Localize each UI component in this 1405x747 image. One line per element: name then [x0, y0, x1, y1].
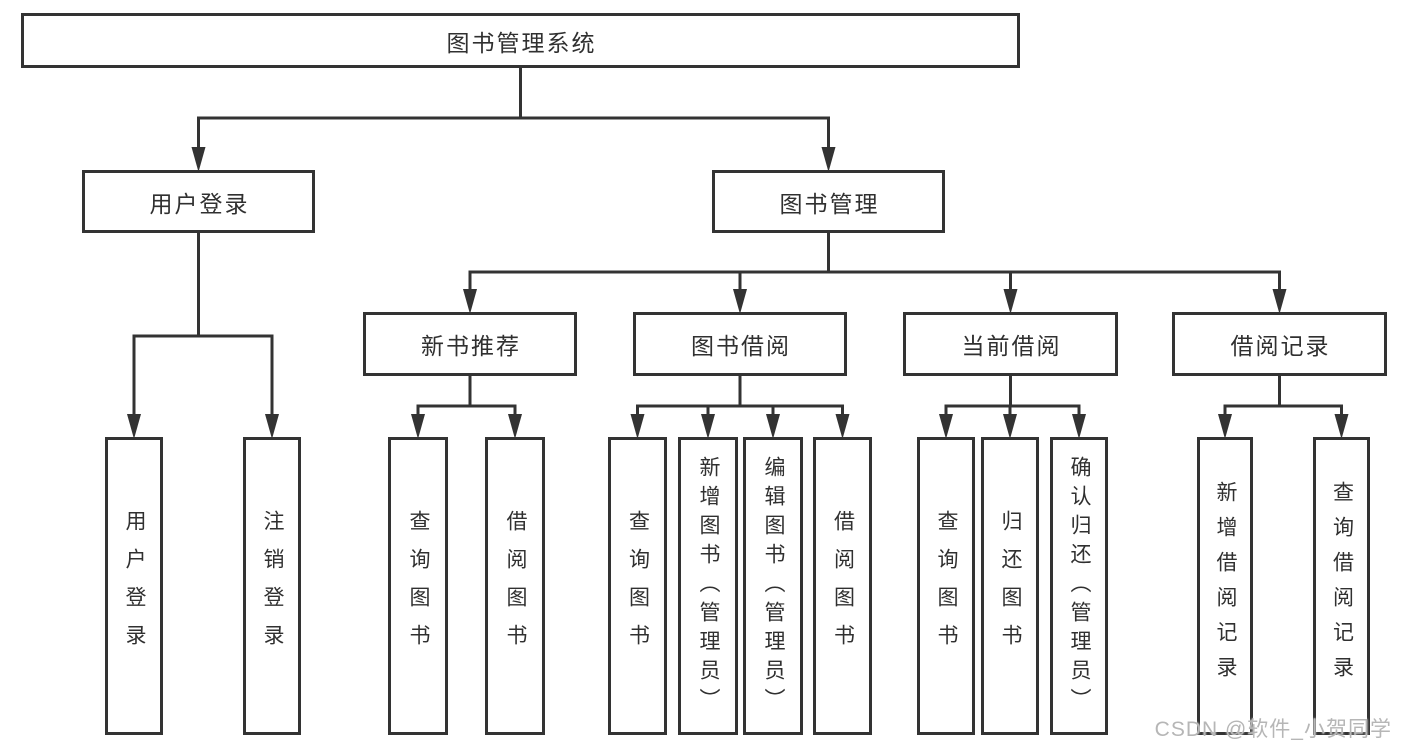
- node-label: 查询图书: [407, 510, 430, 662]
- node-label: 用户登录: [123, 510, 146, 662]
- node-label: 当前借阅: [961, 333, 1062, 359]
- node-leaf-user-login: 用户登录: [105, 437, 163, 735]
- node-label: 确认归还（管理员）: [1068, 455, 1091, 717]
- node-leaf-borrow-book-1: 借阅图书: [485, 437, 545, 735]
- node-leaf-add-book: 新增图书（管理员）: [678, 437, 738, 735]
- node-leaf-logout: 注销登录: [243, 437, 301, 735]
- node-label: 查询图书: [626, 510, 650, 662]
- node-label: 借阅图书: [504, 510, 527, 662]
- node-root: 图书管理系统: [21, 13, 1020, 68]
- node-leaf-query-book-1: 查询图书: [388, 437, 448, 735]
- node-leaf-query-book-3: 查询图书: [917, 437, 975, 735]
- node-leaf-add-record: 新增借阅记录: [1197, 437, 1253, 735]
- node-new-book-rec: 新书推荐: [363, 312, 577, 376]
- node-label: 注销登录: [261, 510, 284, 662]
- node-book-mgmt: 图书管理: [712, 170, 945, 233]
- node-label: 编辑图书（管理员）: [762, 455, 785, 717]
- node-label: 归还图书: [999, 510, 1022, 662]
- node-leaf-return-book: 归还图书: [981, 437, 1039, 735]
- node-leaf-edit-book: 编辑图书（管理员）: [743, 437, 803, 735]
- node-current-borrow: 当前借阅: [903, 312, 1118, 376]
- node-leaf-borrow-book-2: 借阅图书: [813, 437, 872, 735]
- node-leaf-confirm-return: 确认归还（管理员）: [1050, 437, 1108, 735]
- watermark: CSDN @软件_小贺同学: [1154, 718, 1392, 741]
- node-label: 新增借阅记录: [1214, 481, 1237, 691]
- node-label: 新书推荐: [421, 333, 521, 359]
- node-label: 图书管理: [779, 190, 880, 217]
- node-leaf-query-book-2: 查询图书: [608, 437, 667, 735]
- node-label: 图书借阅: [691, 333, 791, 359]
- node-label: 查询图书: [935, 510, 958, 662]
- node-borrow-record: 借阅记录: [1172, 312, 1387, 376]
- node-label: 借阅记录: [1230, 333, 1331, 359]
- node-label: 用户登录: [149, 190, 250, 217]
- node-book-borrow: 图书借阅: [633, 312, 847, 376]
- node-label: 查询借阅记录: [1330, 481, 1354, 691]
- node-label: 借阅图书: [831, 510, 855, 662]
- node-label: 新增图书（管理员）: [697, 455, 720, 717]
- node-label: 图书管理系统: [446, 29, 597, 56]
- node-user-login: 用户登录: [82, 170, 315, 233]
- node-leaf-query-record: 查询借阅记录: [1313, 437, 1370, 735]
